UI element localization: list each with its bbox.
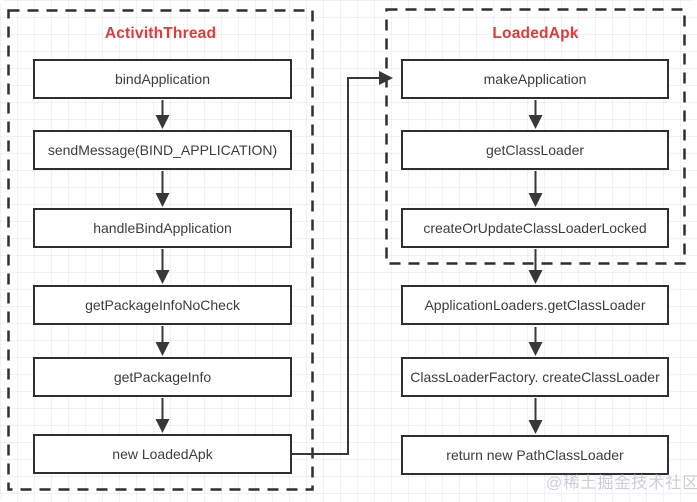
left-group-title: ActivithThread	[104, 25, 217, 42]
node-application-loaders-get-class-loader: ApplicationLoaders.getClassLoader	[401, 285, 669, 325]
node-bind-application: bindApplication	[33, 59, 292, 99]
node-send-message-bind-application: sendMessage(BIND_APPLICATION)	[33, 130, 292, 170]
node-get-package-info-no-check: getPackageInfoNoCheck	[33, 285, 292, 325]
connector-new-loadedapk-to-makeapplication	[292, 71, 393, 455]
node-handle-bind-application: handleBindApplication	[33, 208, 292, 248]
right-group-title: LoadedApk	[492, 25, 579, 42]
node-new-loaded-apk: new LoadedApk	[33, 434, 292, 474]
node-make-application: makeApplication	[401, 59, 669, 99]
juejin-watermark: @稀土掘金技术社区	[546, 475, 697, 492]
node-get-package-info: getPackageInfo	[33, 357, 292, 397]
node-get-class-loader: getClassLoader	[401, 130, 669, 170]
node-class-loader-factory-create-class-loader: ClassLoaderFactory. createClassLoader	[401, 357, 669, 397]
node-return-new-path-class-loader: return new PathClassLoader	[401, 435, 669, 475]
node-create-or-update-class-loader-locked: createOrUpdateClassLoaderLocked	[401, 208, 669, 248]
